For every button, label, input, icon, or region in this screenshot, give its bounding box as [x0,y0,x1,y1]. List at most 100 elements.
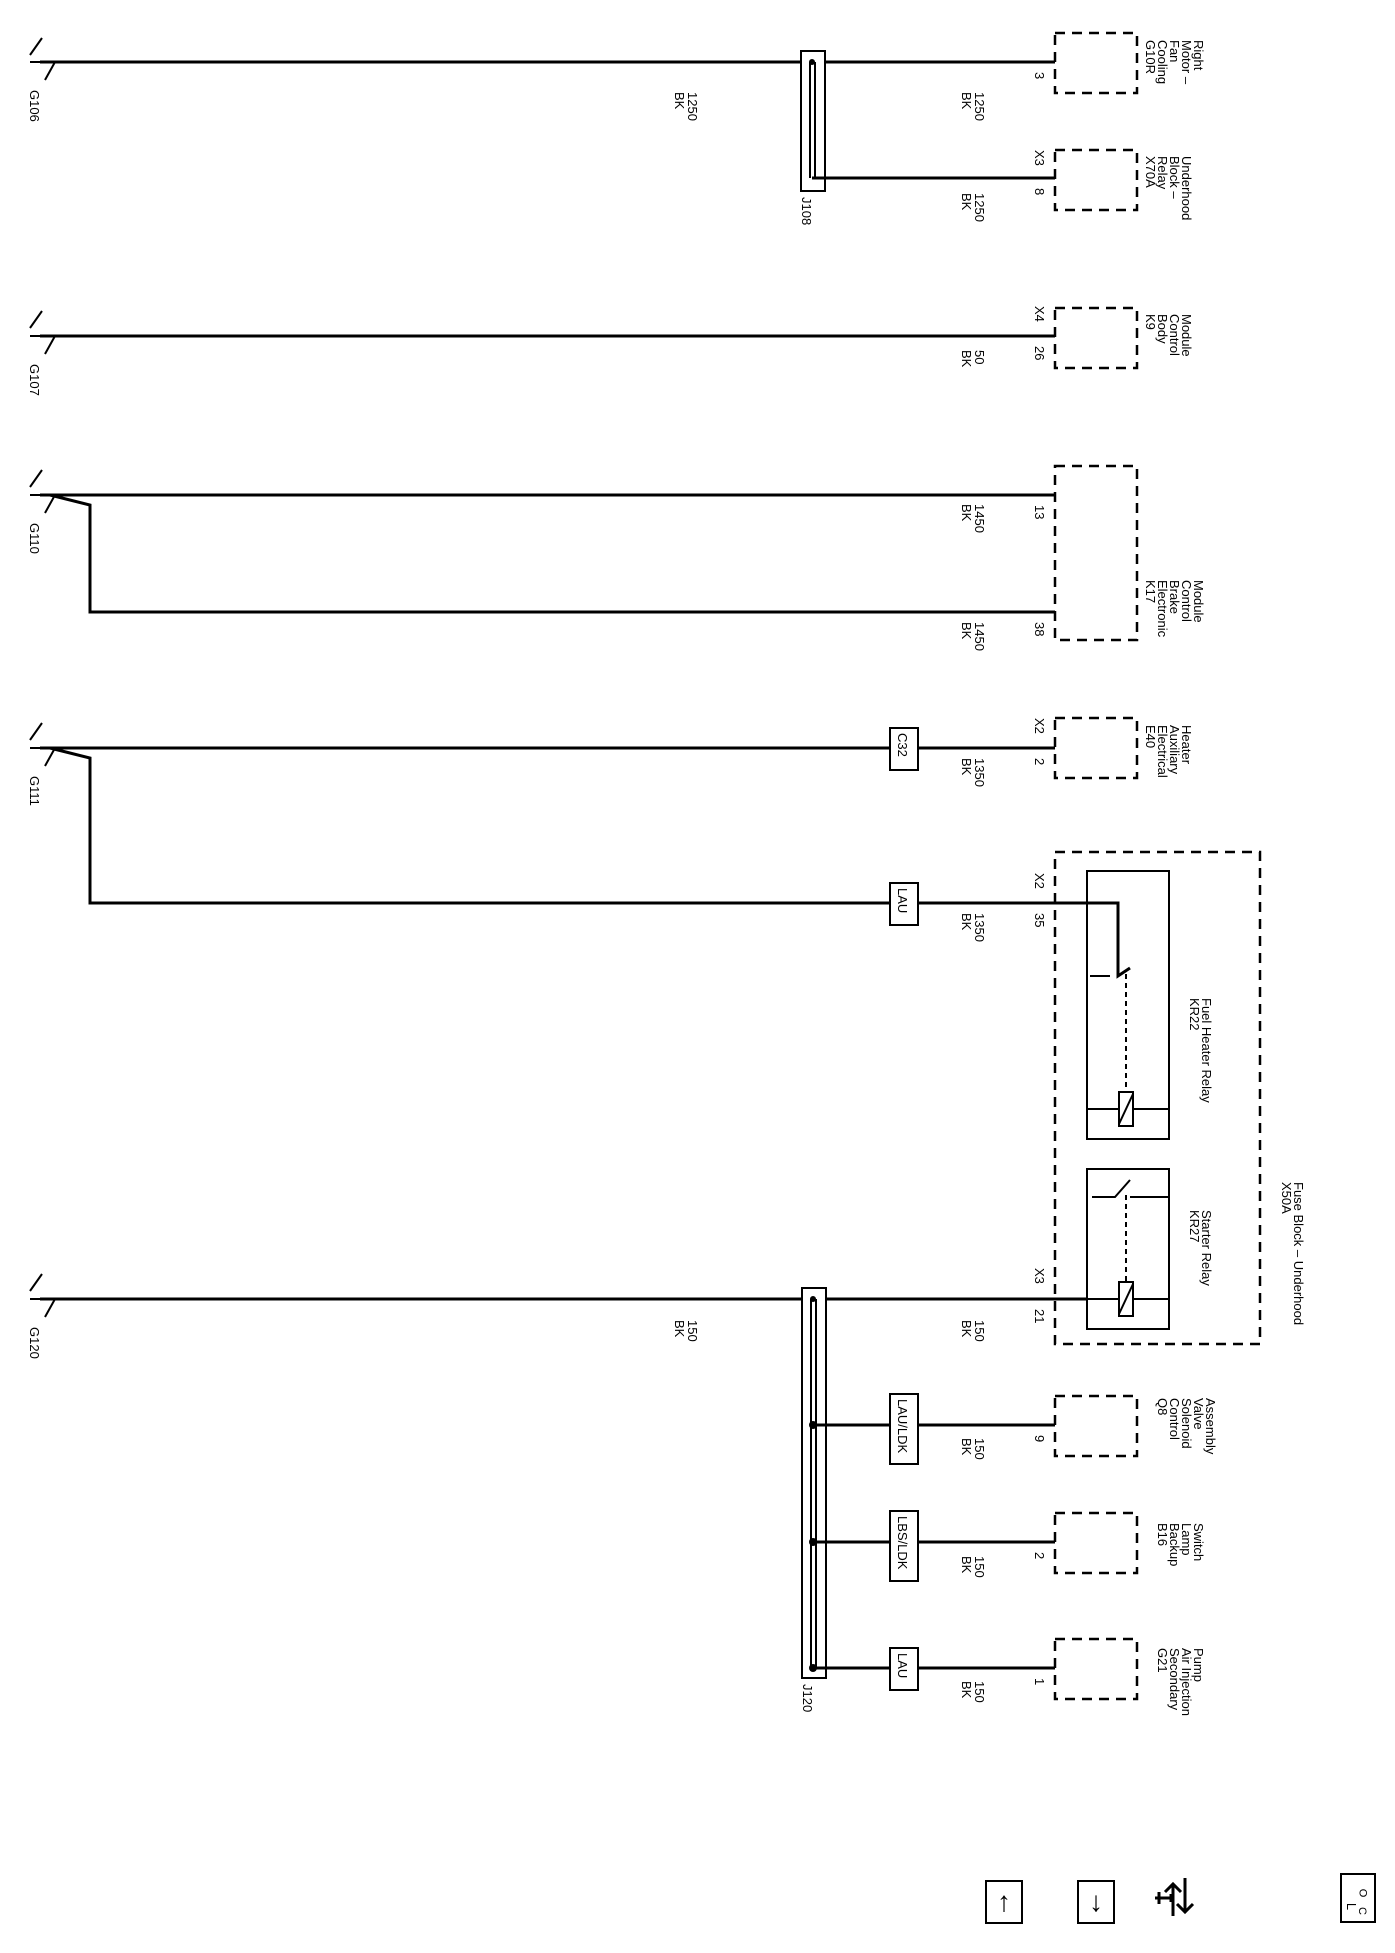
location-letter-c: C [1355,1907,1368,1915]
component-label-g21: G21 Secondary Air Injection Pump [1155,1648,1206,1716]
relay-kr27 [1086,1168,1170,1330]
ground-label-g110: G110 [27,523,42,554]
wire-color: BK [959,1556,974,1574]
page-down-icon: ↓ [1089,1886,1103,1917]
wire-label-1250-a: 1250 BK [672,92,700,121]
connector-lau-1: LAU [889,882,919,926]
wire-circuit: 1250 [972,193,987,222]
component-box-k9 [1053,306,1139,370]
component-box-e40 [1053,716,1139,780]
component-box-x70a [1053,148,1139,212]
component-label-q8: Q8 Control Solenoid Valve Assembly [1155,1398,1218,1455]
wire-color: BK [959,92,974,110]
component-desc: Secondary [1167,1648,1182,1711]
wire-label-150-e: 150 BK [959,1681,987,1703]
wire-label-1450-b: 1450 BK [959,622,987,651]
wire-label-1350-a: 1350 BK [959,758,987,787]
component-desc: Fuse Block – Underhood [1291,1182,1306,1325]
wire-circuit: 1250 [685,92,700,121]
connector-label-c32: C32 [895,733,910,757]
wire-circuit: 1350 [972,758,987,787]
conn-k9: X4 [1032,306,1047,322]
wire-label-150-a: 150 BK [672,1320,700,1342]
wire-label-1450-a: 1450 BK [959,504,987,533]
wire-color: BK [959,758,974,776]
ground-g107: G107 [27,310,56,396]
relay-kr22 [1055,870,1170,1140]
wire-color: BK [959,504,974,522]
component-desc: Starter Relay [1199,1210,1214,1286]
component-desc: Lamp [1179,1523,1194,1556]
page-up-button[interactable]: ↑ [985,1880,1023,1924]
component-box-q8 [1053,1394,1139,1458]
component-box-k17 [1053,464,1139,642]
wire-label-1250-b: 1250 BK [959,92,987,121]
splice-j120: J120 [800,1287,827,1712]
wire-color: BK [672,92,687,110]
wire-color: BK [959,913,974,931]
component-desc: Body [1155,314,1170,344]
pin-x70a: 8 [1032,188,1047,195]
pin-b16: 2 [1032,1552,1047,1559]
component-desc: Brake [1167,580,1182,614]
wire-circuit: 1450 [972,622,987,651]
page-up-icon: ↑ [997,1886,1011,1917]
component-desc: Backup [1167,1523,1182,1566]
conn-kr27: X3 [1032,1268,1047,1284]
component-desc: Block – [1167,156,1182,199]
component-id: KR27 [1187,1210,1202,1243]
wire-label-50: 50 BK [959,350,987,368]
component-desc: Module [1191,580,1206,623]
wire-color: BK [959,193,974,211]
component-id: G10R [1143,40,1158,74]
component-desc: Motor – [1179,40,1194,85]
wire-label-150-b: 150 BK [959,1320,987,1342]
component-desc: Fan [1167,40,1182,62]
wire-circuit: 1350 [972,913,987,942]
component-box-g21 [1053,1637,1139,1701]
connector-label-lau-2: LAU [895,1653,910,1678]
connector-lau-ldk: LAU/LDK [889,1393,919,1465]
component-desc: Switch [1191,1523,1206,1561]
service-procedure-icon[interactable] [1155,1878,1195,1916]
component-box-g10r [1053,31,1139,95]
wire-circuit: 150 [972,1681,987,1703]
connector-label-lbs-ldk: LBS/LDK [895,1516,910,1570]
pin-e40: 2 [1032,758,1047,765]
component-box-b16 [1053,1511,1139,1575]
conn-kr22: X2 [1032,873,1047,889]
pin-q8: 9 [1032,1435,1047,1442]
component-label-kr22: KR22 Fuel Heater Relay [1187,998,1214,1103]
connector-lau-2: LAU [889,1647,919,1691]
component-label-x70a: X70A Relay Block – Underhood [1143,156,1194,220]
component-id: B16 [1155,1523,1170,1546]
component-desc: Assembly [1203,1398,1218,1455]
component-desc: Cooling [1155,40,1170,84]
pin-k17-38: 38 [1032,622,1047,636]
ground-label-g120: G120 [27,1327,42,1359]
wire-color: BK [959,350,974,368]
component-desc: Solenoid [1179,1398,1194,1449]
component-desc: Right [1191,40,1206,71]
component-id: G21 [1155,1648,1170,1673]
wire-color: BK [959,622,974,640]
page-down-button[interactable]: ↓ [1077,1880,1115,1924]
wire-label-1350-b: 1350 BK [959,913,987,942]
wire-circuit: 150 [972,1556,987,1578]
component-id: X50A [1279,1182,1294,1214]
wire-circuit: 150 [972,1438,987,1460]
pin-g21: 1 [1032,1678,1047,1685]
component-desc: Fuel Heater Relay [1199,998,1214,1103]
wire-circuit: 1250 [972,92,987,121]
ground-g120: G120 [27,1273,56,1359]
wire-circuit: 1450 [972,504,987,533]
wire-color: BK [672,1320,687,1338]
component-label-k17: K17 Electronic Brake Control Module [1143,580,1206,638]
connector-lbs-ldk: LBS/LDK [889,1510,919,1582]
location-icon[interactable]: L O C [1340,1873,1376,1923]
conn-x70a: X3 [1032,150,1047,166]
component-label-k9: K9 Body Control Module [1143,314,1194,357]
component-id: X70A [1143,156,1158,188]
component-desc: Pump [1191,1648,1206,1682]
